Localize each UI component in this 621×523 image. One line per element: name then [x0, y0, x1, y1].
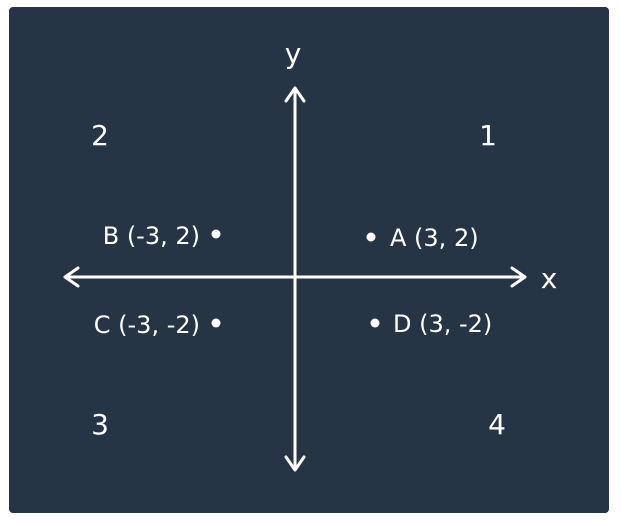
y-axis-bottom-arrow	[284, 455, 306, 472]
point-b-label: B (-3, 2)	[103, 222, 200, 250]
point-a-label: A (3, 2)	[390, 224, 479, 252]
x-axis-label: x	[541, 262, 558, 295]
point-d-dot	[370, 318, 380, 328]
point-d-label: D (3, -2)	[393, 310, 492, 338]
quadrant-4-label: 4	[488, 408, 506, 441]
quadrant-1-label: 1	[479, 119, 497, 152]
point-c-label: C (-3, -2)	[94, 311, 200, 339]
x-axis-left-arrow	[63, 266, 80, 288]
point-b-dot	[211, 229, 221, 239]
diagram-panel	[9, 7, 609, 513]
quadrant-2-label: 2	[91, 119, 109, 152]
y-axis-top-arrow	[284, 86, 306, 103]
y-axis-label: y	[285, 37, 302, 70]
point-c-dot	[211, 318, 221, 328]
point-a-dot	[366, 232, 376, 242]
x-axis-right-arrow	[510, 266, 527, 288]
quadrant-3-label: 3	[91, 408, 109, 441]
